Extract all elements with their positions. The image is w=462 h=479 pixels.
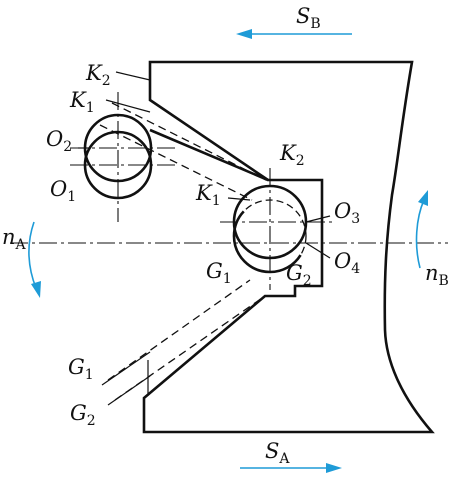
- arrow-nA-head: [31, 281, 41, 298]
- leader-K1-left: [105, 99, 151, 113]
- leader-K1-right: [227, 197, 251, 201]
- arrow-SB-head: [236, 29, 252, 39]
- arrow-nB-curve: [415, 199, 425, 269]
- label-O2: O2: [46, 127, 72, 155]
- label-SB: SB: [296, 4, 321, 32]
- label-K1-right: K1: [195, 181, 221, 209]
- label-nA: nA: [2, 225, 27, 253]
- body-outline: [142, 60, 435, 434]
- label-K1-left: K1: [69, 88, 95, 116]
- groove-upper-solid: [149, 128, 269, 182]
- leader-O3: [305, 215, 331, 223]
- label-nB: nB: [425, 261, 449, 289]
- arrow-nB-head: [418, 190, 428, 206]
- groove-G2-solid: [107, 375, 151, 406]
- label-G1-low: G1: [68, 355, 94, 383]
- label-G2-mid: G2: [286, 261, 312, 289]
- label-K2-left: K2: [85, 61, 111, 89]
- label-O1: O1: [50, 177, 76, 205]
- label-G2-low: G2: [70, 401, 96, 429]
- label-O4: O4: [334, 249, 360, 277]
- leader-K2-left: [115, 71, 151, 81]
- label-O3: O3: [334, 199, 360, 227]
- arrow-nA-curve: [28, 221, 37, 289]
- leader-O4: [305, 242, 331, 259]
- label-K2-right: K2: [279, 141, 305, 169]
- groove-K1-dashed: [99, 124, 253, 201]
- arrow-SA-head: [326, 463, 342, 473]
- label-SA: SA: [265, 439, 290, 467]
- groove-G1-dashed: [107, 279, 251, 381]
- groove-G1-solid: [101, 351, 151, 386]
- label-G1-mid: G1: [206, 259, 232, 287]
